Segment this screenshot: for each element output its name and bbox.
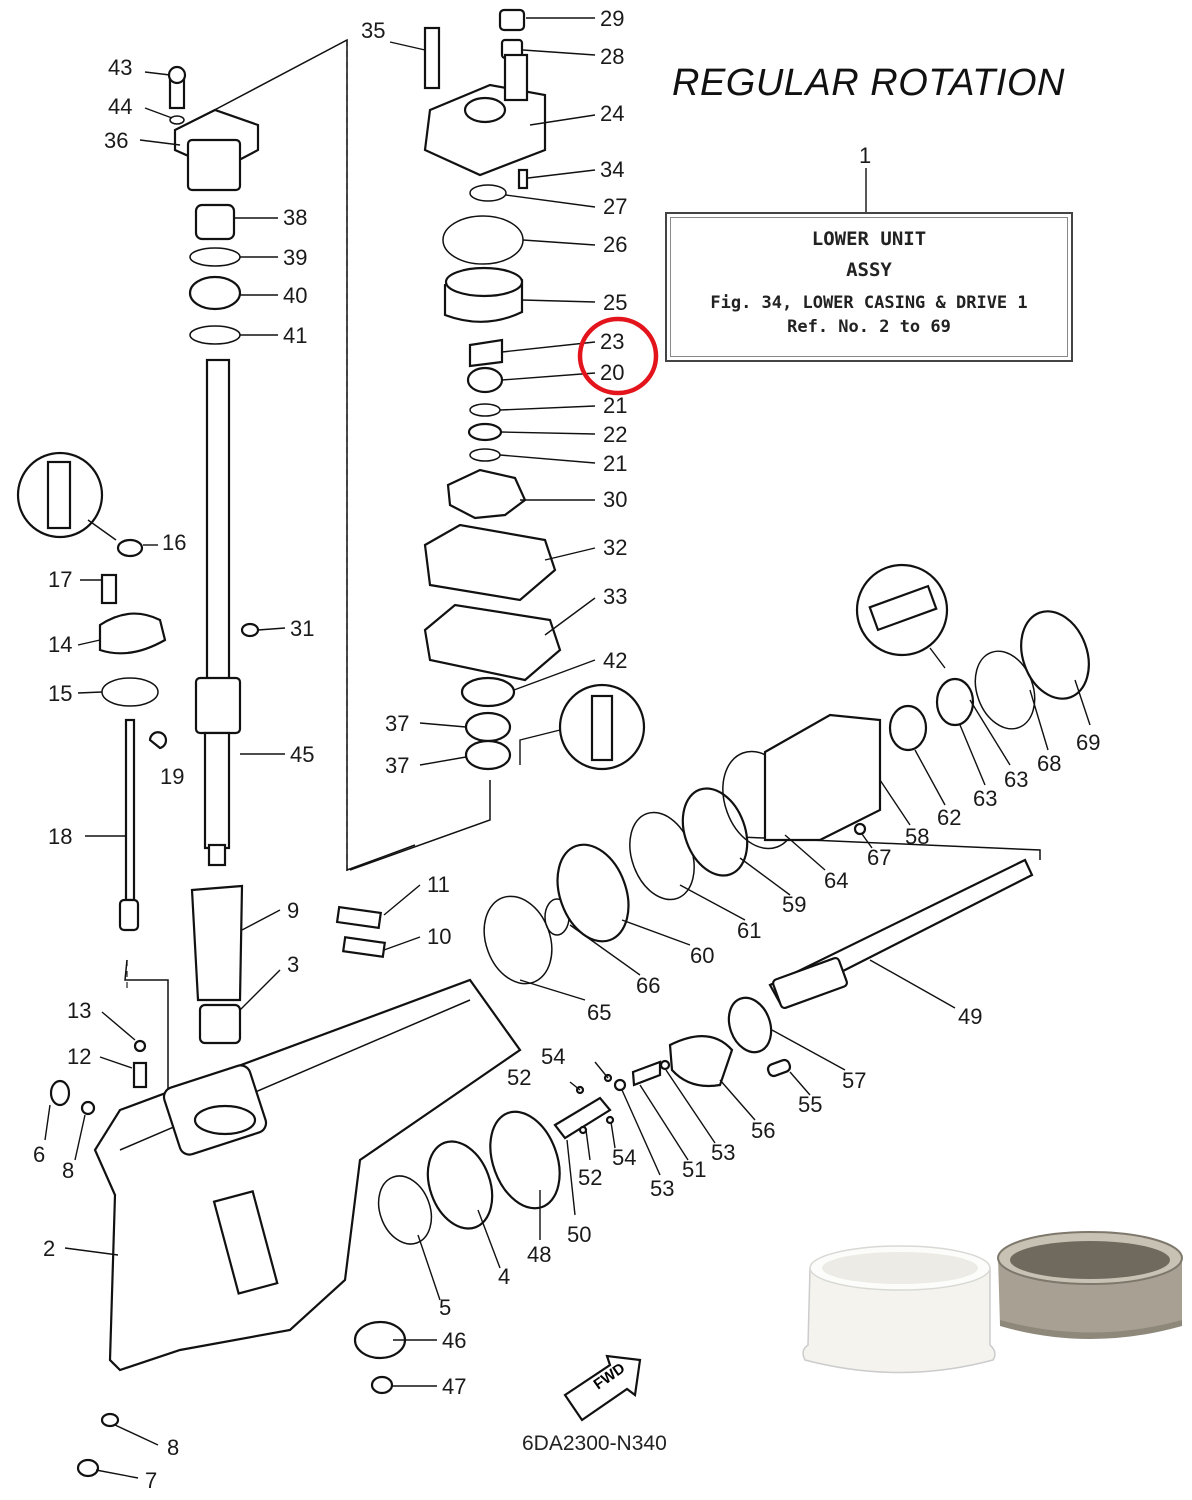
callout-21: 21 xyxy=(603,393,627,418)
infobox-line3: Fig. 34, LOWER CASING & DRIVE 1 xyxy=(710,293,1028,313)
callout-69: 69 xyxy=(1076,730,1100,755)
callout-43: 43 xyxy=(108,55,132,80)
infobox-line2: ASSY xyxy=(846,259,892,281)
callout-17: 17 xyxy=(48,567,72,592)
callout-62: 62 xyxy=(937,805,961,830)
callout-54b: 54 xyxy=(612,1145,636,1170)
drawing-code: 6DA2300-N340 xyxy=(522,1432,667,1455)
callout-50: 50 xyxy=(567,1222,591,1247)
callout-24: 24 xyxy=(600,101,624,126)
callout-16: 16 xyxy=(162,530,186,555)
callout-9: 9 xyxy=(287,898,299,923)
drive-shaft-parts xyxy=(16,65,387,1045)
callout-26: 26 xyxy=(603,232,627,257)
pump-bracket xyxy=(349,780,491,871)
callout-23: 23 xyxy=(600,329,624,354)
callout-14: 14 xyxy=(48,632,72,657)
callout-63b: 63 xyxy=(1004,767,1028,792)
callout-45: 45 xyxy=(290,742,314,767)
callout-4: 4 xyxy=(498,1264,510,1289)
diagram-title: REGULAR ROTATION xyxy=(672,62,1065,104)
callout-53a: 53 xyxy=(650,1176,674,1201)
callout-3: 3 xyxy=(287,952,299,977)
callout-66: 66 xyxy=(636,973,660,998)
leader-lines xyxy=(44,17,1091,1479)
callout-27: 27 xyxy=(603,194,627,219)
callout-56: 56 xyxy=(751,1118,775,1143)
infobox-line4: Ref. No. 2 to 69 xyxy=(787,317,951,337)
callout-30: 30 xyxy=(603,487,627,512)
product-photo xyxy=(802,1231,1183,1374)
callout-68: 68 xyxy=(1037,751,1061,776)
callout-42: 42 xyxy=(603,648,627,673)
callout-49: 49 xyxy=(958,1004,982,1029)
callout-47: 47 xyxy=(442,1374,466,1399)
callout-40: 40 xyxy=(283,283,307,308)
callout-15: 15 xyxy=(48,681,72,706)
callout-63a: 63 xyxy=(973,786,997,811)
callout-35: 35 xyxy=(361,18,385,43)
callout-19: 19 xyxy=(160,764,184,789)
lower-casing xyxy=(49,978,522,1478)
callout-36: 36 xyxy=(104,128,128,153)
fwd-arrow-icon xyxy=(563,1354,642,1422)
callout-10: 10 xyxy=(427,924,451,949)
callout-12: 12 xyxy=(67,1044,91,1069)
callout-48: 48 xyxy=(527,1242,551,1267)
callout-57: 57 xyxy=(842,1068,866,1093)
callout-52a: 52 xyxy=(507,1065,531,1090)
callout-33: 33 xyxy=(603,584,627,609)
callout-34: 34 xyxy=(600,157,624,182)
highlight-circle xyxy=(577,316,659,396)
callout-58: 58 xyxy=(905,824,929,849)
callout-60: 60 xyxy=(690,943,714,968)
callout-59: 59 xyxy=(782,892,806,917)
shift-rod-bracket xyxy=(124,959,169,1100)
callout-8a: 8 xyxy=(62,1158,74,1183)
callout-38: 38 xyxy=(283,205,307,230)
callout-39: 39 xyxy=(283,245,307,270)
callout-5: 5 xyxy=(439,1295,451,1320)
water-pump-parts xyxy=(423,8,562,771)
callout-41: 41 xyxy=(283,323,307,348)
callout-1: 1 xyxy=(859,143,871,168)
callout-67: 67 xyxy=(867,845,891,870)
callout-8b: 8 xyxy=(167,1435,179,1460)
callout-28: 28 xyxy=(600,44,624,69)
callout-51: 51 xyxy=(682,1157,706,1182)
gear-train-parts xyxy=(353,563,1090,1422)
callout-46: 46 xyxy=(442,1328,466,1353)
callout-52b: 52 xyxy=(578,1165,602,1190)
infobox-line1: LOWER UNIT xyxy=(811,228,927,250)
callout-61: 61 xyxy=(737,918,761,943)
callout-37b: 37 xyxy=(385,753,409,778)
callout-37a: 37 xyxy=(385,711,409,736)
callout-7: 7 xyxy=(145,1468,157,1493)
callout-29: 29 xyxy=(600,6,624,31)
callout-25: 25 xyxy=(603,290,627,315)
callout-6: 6 xyxy=(33,1142,45,1167)
callout-2: 2 xyxy=(43,1236,55,1261)
callout-54a: 54 xyxy=(541,1044,565,1069)
callout-13: 13 xyxy=(67,998,91,1023)
callout-53b: 53 xyxy=(711,1140,735,1165)
callout-64: 64 xyxy=(824,868,848,893)
callout-55: 55 xyxy=(798,1092,822,1117)
callout-31: 31 xyxy=(290,616,314,641)
callout-65: 65 xyxy=(587,1000,611,1025)
callout-22: 22 xyxy=(603,422,627,447)
callout-32: 32 xyxy=(603,535,627,560)
assembly-bracket xyxy=(204,38,416,872)
callout-44: 44 xyxy=(108,94,132,119)
callout-20: 20 xyxy=(600,360,624,385)
callout-18: 18 xyxy=(48,824,72,849)
callout-numbers: 29 28 35 24 34 27 26 25 23 20 21 22 21 3… xyxy=(33,6,1100,1493)
callout-11: 11 xyxy=(427,872,450,897)
assembly-info-box: LOWER UNIT ASSY Fig. 34, LOWER CASING & … xyxy=(665,212,1073,362)
callout-21b: 21 xyxy=(603,451,627,476)
